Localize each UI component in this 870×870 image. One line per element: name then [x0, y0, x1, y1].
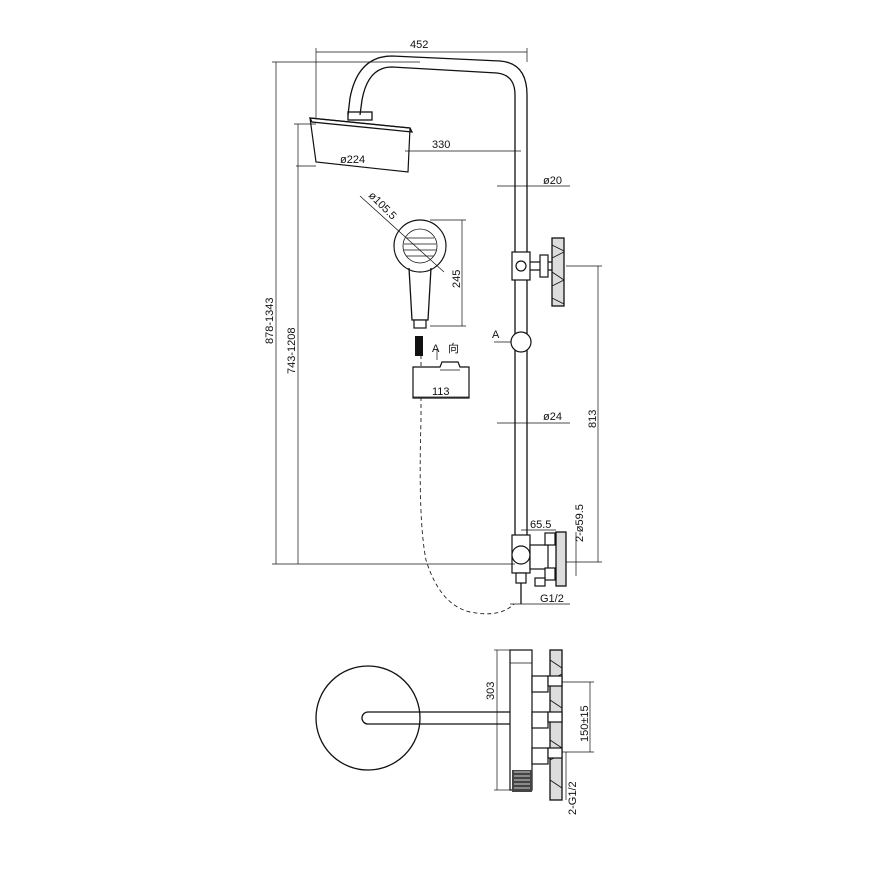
- riser-rail: [514, 95, 528, 540]
- view-a-label: A: [492, 329, 500, 341]
- dim-mixer-cover: 2-ø59.5: [574, 504, 586, 542]
- wall-bracket-upper: [511, 237, 565, 307]
- dim-total-height: 878-1343: [264, 298, 276, 345]
- dim-bracket-spacing: 813: [587, 410, 599, 428]
- dim-hand-length: 245: [451, 270, 463, 288]
- dim-rail-height: 743-1208: [286, 328, 298, 375]
- dim-pipe-bottom: ø24: [543, 411, 562, 423]
- slider-knob: [510, 331, 532, 353]
- dim-overall-width: 452: [410, 39, 428, 51]
- top-view-dimensions: [494, 649, 594, 800]
- view-a-direction: 向: [448, 341, 459, 355]
- flexible-hose: [419, 355, 515, 615]
- dim-mixer-body-height: 303: [485, 682, 497, 700]
- dim-head-diameter: ø224: [340, 154, 365, 166]
- view-a-marker: A: [432, 343, 440, 355]
- dim-inlet-thread: G1/2: [540, 593, 564, 605]
- hand-shower: [393, 219, 447, 356]
- shower-arm: [347, 55, 528, 116]
- hand-shower-holder: [412, 361, 470, 399]
- dim-inlet-centers: 150±15: [579, 705, 591, 742]
- dim-mixer-offset: 65.5: [530, 519, 551, 531]
- dim-pipe-top: ø20: [543, 175, 562, 187]
- dim-holder-width: 113: [432, 386, 450, 398]
- top-view: [315, 649, 563, 801]
- dimension-lines: [272, 48, 602, 605]
- dim-arm-reach: 330: [432, 139, 450, 151]
- thermostatic-mixer: [511, 531, 567, 604]
- dim-inlet-threads: 2-G1/2: [567, 781, 579, 815]
- rain-shower-head: [308, 111, 414, 173]
